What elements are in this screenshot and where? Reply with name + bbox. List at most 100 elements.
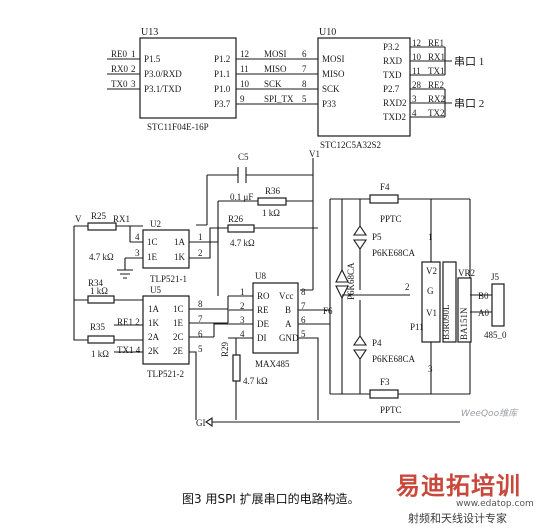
watermark-logo: 易迪拓培训 www.edatop.com 射频和天线设计专家 — [396, 472, 534, 525]
j5-b0: B0 — [478, 291, 489, 301]
u13-pin-p10: P1.0 — [214, 84, 231, 94]
bus-miso: MISO — [264, 64, 287, 74]
u5-pin-1k: 1K — [148, 318, 160, 328]
serial-port-1-label: 串口 1 — [454, 55, 484, 68]
u8-pin-a: A — [285, 319, 292, 329]
u13-pin-p31: P3.1/TXD — [144, 84, 182, 94]
u13-block: U13 STC11F04E-16P P1.5 P3.0/RXD P3.1/TXD… — [107, 27, 318, 132]
u8-num-8: 8 — [301, 287, 306, 297]
u2-pin-1a: 1A — [174, 237, 186, 247]
watermark-sub: 射频和天线设计专家 — [408, 511, 507, 525]
u8-num-3: 3 — [240, 315, 245, 325]
u13-part: STC11F04E-16P — [147, 122, 209, 132]
u13-pin-p30: P3.0/RXD — [144, 69, 182, 79]
serial-port-2-label: 串口 2 — [454, 97, 484, 110]
c5-ref: C5 — [238, 152, 249, 162]
r25-value: 4.7 kΩ — [89, 252, 114, 262]
j5-part: 485_0 — [484, 330, 507, 340]
p6-label: P6K68CA — [346, 262, 356, 300]
u8-num-2: 2 — [240, 301, 245, 311]
u5-pin-1a: 1A — [148, 304, 160, 314]
u5-pin-1e: 1E — [173, 318, 184, 328]
bus-mosi: MOSI — [264, 49, 287, 59]
f4-pptc-label: PPTC — [380, 214, 402, 224]
r35-resistor: R35 1 kΩ — [73, 300, 143, 359]
u2-pin-1c: 1C — [147, 237, 158, 247]
u10-pin-p33: P33 — [322, 99, 337, 109]
p6-tvs: P6K68CA — [329, 199, 356, 394]
u10-ref: U10 — [319, 27, 336, 38]
p11-arrester: V2 G V1 P11 1 3 — [410, 199, 441, 394]
f4-ref: F4 — [380, 182, 390, 192]
u8-num-4: 4 — [240, 329, 245, 339]
u8-max485: U8 RO RE DE DI Vcc B A GND 1 2 3 4 8 7 6… — [213, 228, 319, 420]
u8-pin-gnd: GND — [279, 333, 299, 343]
r36-value: 1 kΩ — [262, 208, 280, 218]
p4-part: P6KE68CA — [372, 354, 416, 364]
j5-ref: J5 — [491, 272, 500, 282]
u10-pin-txd: TXD — [383, 70, 402, 80]
node-2: 2 — [405, 282, 410, 292]
u13-pin-p12: P1.2 — [214, 54, 230, 64]
vcc-label: V — [75, 214, 82, 224]
u10-pin-txd2: TXD2 — [383, 112, 406, 122]
u10-num-7: 7 — [302, 64, 307, 74]
r35-ref: R35 — [90, 322, 106, 332]
net-rx1: RX1 — [428, 52, 445, 62]
u13-pin-p11: P1.1 — [214, 69, 230, 79]
u5-pin-2a: 2A — [148, 332, 160, 342]
u5-num-8: 8 — [198, 299, 203, 309]
u13-num-3: 3 — [131, 79, 136, 89]
faint-watermark: WeeQoo维库 — [461, 408, 519, 419]
u5-pin-1c: 1C — [173, 304, 184, 314]
u8-ref: U8 — [255, 271, 266, 281]
u13-pin-p37: P3.7 — [214, 99, 231, 109]
u10-num-28: 28 — [412, 80, 422, 90]
r29-ref: R29 — [220, 341, 230, 357]
u2-pin-1e: 1E — [147, 252, 158, 262]
u10-pin-p27: P2.7 — [383, 84, 400, 94]
u8-num-6: 6 — [301, 315, 306, 325]
watermark-logo-text: 易迪拓培训 — [396, 472, 521, 500]
j5-connector: J5 B0 A0 485_0 — [470, 272, 507, 340]
net-re12: RE1 2 — [117, 317, 140, 327]
u10-pin-rxd2: RXD2 — [383, 98, 407, 108]
u10-num-5: 5 — [302, 94, 307, 104]
u5-num-6: 6 — [198, 329, 203, 339]
u13-num-2: 2 — [131, 64, 136, 74]
u5-ref: U5 — [150, 285, 161, 295]
u13-ref: U13 — [141, 27, 158, 38]
r25-ref: R25 — [91, 211, 107, 221]
u10-block: U10 STC12C5A32S2 MOSI MISO SCK P33 P3.2 … — [317, 27, 484, 150]
r29-resistor: R29 4.7 kΩ — [220, 338, 268, 420]
vr2-part: BA151N — [459, 307, 469, 340]
net-tx14: TX1 4 — [117, 345, 141, 355]
u2-num-3: 3 — [135, 248, 140, 258]
u13-num-1: 1 — [131, 49, 136, 59]
u5-optocoupler: U5 1A 1K 2A 2K 1C 1E 2C 2E 8 7 6 5 TLP52… — [142, 285, 228, 420]
bus-spi-tx: SPI_TX — [264, 94, 294, 104]
u10-num-3: 3 — [412, 94, 417, 104]
watermark-url: www.edatop.com — [456, 499, 534, 509]
p5-tvs: P5 P6KE68CA — [352, 199, 416, 290]
u10-pin-mosi: MOSI — [322, 54, 345, 64]
f3-pptc-label: PPTC — [380, 405, 402, 415]
r34-ref: R34 — [88, 278, 104, 288]
p11-v2: V2 — [426, 266, 437, 276]
u8-pin-b: B — [285, 305, 291, 315]
figure-caption: 图3 用SPI 扩展串口的电路构造。 — [182, 491, 360, 506]
p11-g: G — [427, 286, 434, 296]
u10-pin-p32: P3.2 — [383, 42, 399, 52]
u2-ref: U2 — [150, 219, 161, 229]
net-rx0: RX0 — [111, 64, 129, 74]
u13-num-12: 12 — [240, 49, 249, 59]
r29-value: 4.7 kΩ — [243, 376, 268, 386]
u13-pin-p15: P1.5 — [144, 54, 161, 64]
f6-label: F6 — [323, 306, 333, 316]
p5-part: P6KE68CA — [372, 248, 416, 258]
p5-ref: P5 — [372, 232, 382, 242]
net-tx1: TX1 — [428, 66, 445, 76]
vr2-ref: VR2 — [458, 268, 475, 278]
u2-num-4: 4 — [135, 232, 140, 242]
u5-num-5: 5 — [198, 344, 203, 354]
